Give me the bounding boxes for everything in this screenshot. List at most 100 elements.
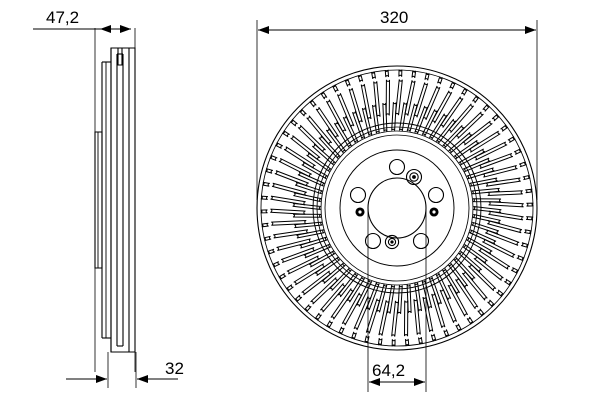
- cooling-vane-slot: [364, 335, 370, 344]
- cooling-vane-slot: [386, 284, 396, 314]
- cooling-vane-slot: [261, 222, 269, 228]
- cooling-vane-slot: [435, 118, 457, 144]
- cooling-vane-slot: [411, 70, 417, 78]
- cooling-vane-slot: [507, 136, 516, 143]
- cooling-vane-slot: [518, 161, 527, 168]
- cooling-vane-slot: [478, 247, 511, 270]
- cooling-vane-slot: [321, 262, 346, 284]
- pin-hole: [429, 207, 439, 217]
- cooling-vane-slot: [260, 195, 269, 200]
- cooling-vane-slot: [271, 220, 307, 226]
- cooling-vane-slot: [424, 72, 430, 81]
- cooling-vane-slot: [294, 181, 323, 195]
- cooling-vane-slot: [469, 177, 498, 187]
- cooling-vane-slot: [397, 285, 403, 314]
- cooling-vane-slot: [299, 108, 307, 117]
- friction-band-inner-ring: [312, 122, 482, 294]
- cooling-vane-slot: [292, 202, 321, 210]
- cooling-vane-group: [260, 69, 534, 347]
- cooling-vane-slot: [487, 299, 495, 308]
- dimension-label-47-2: 47,2: [46, 8, 79, 27]
- cooling-vane-slot: [482, 238, 516, 259]
- cooling-vane-slot: [482, 165, 518, 178]
- cooling-vane-slot: [391, 339, 396, 347]
- cooling-vane-slot: [304, 304, 312, 312]
- cooling-vane-slot: [391, 102, 397, 131]
- cooling-vane-slot: [373, 81, 381, 118]
- hat-face-ring: [339, 149, 455, 267]
- friction-band-inner-ring-2: [316, 126, 478, 290]
- disc-outer-edge-inner: [260, 69, 534, 347]
- cooling-vane-slot: [414, 282, 423, 312]
- cooling-vane-slot: [413, 298, 421, 335]
- cooling-vane-slot: [526, 202, 534, 207]
- cooling-vane-slot: [337, 272, 359, 298]
- cooling-vane-slot: [267, 248, 276, 255]
- cooling-vane-slot: [278, 157, 312, 178]
- cooling-vane-slot: [462, 243, 488, 264]
- cooling-vane-slot: [366, 282, 380, 311]
- cooling-vane-slot: [290, 135, 321, 161]
- cooling-vane-slot: [299, 236, 328, 249]
- cooling-vane-slot: [442, 124, 465, 149]
- mounting-hat: [94, 131, 103, 269]
- cooling-vane-slot: [297, 124, 326, 153]
- cooling-vane-slot: [406, 103, 418, 133]
- cooling-vane-slot: [466, 316, 474, 325]
- disc-outer-edge: [256, 65, 538, 351]
- pin-hole: [355, 207, 365, 217]
- lug-hole: [364, 232, 382, 250]
- cooling-vane-slot: [263, 235, 272, 242]
- lug-hole: [388, 158, 406, 176]
- cooling-vane-slot: [468, 130, 501, 153]
- cooling-vane-slot: [443, 329, 450, 338]
- cooling-vane-slot: [466, 167, 495, 180]
- cooling-vane-slot: [270, 208, 306, 215]
- dimension-label-64-2: 64,2: [372, 361, 405, 380]
- cooling-vane-slot: [421, 109, 438, 137]
- cooling-vane-slot: [311, 143, 336, 166]
- cooling-vane-slot: [417, 336, 423, 345]
- cooling-vane-slot: [513, 148, 522, 155]
- cooling-vane-slot: [439, 288, 458, 323]
- threaded-hole: [405, 168, 423, 186]
- cooling-vane-slot: [292, 213, 322, 218]
- cooling-vane-slot: [431, 90, 453, 124]
- cooling-vane-slot: [360, 83, 372, 120]
- cooling-vane-slot: [376, 283, 388, 313]
- cooling-vane-slot: [356, 279, 373, 307]
- lug-hole: [427, 186, 445, 204]
- cooling-vane-slot: [442, 268, 461, 295]
- cooling-vane-slot: [413, 82, 429, 118]
- cooling-vane-slot: [473, 206, 502, 214]
- cooling-vane-slot: [525, 188, 533, 194]
- cooling-vane-slot: [471, 187, 500, 195]
- lug-hole: [412, 232, 430, 250]
- cooling-vane-slot: [351, 331, 357, 340]
- cooling-vane-slot: [348, 87, 363, 124]
- center-bore: [367, 177, 427, 239]
- cooling-vane-slot: [404, 80, 416, 116]
- cooling-vane-slot: [471, 221, 500, 235]
- cooling-vane-slot: [377, 338, 383, 346]
- cooling-vane-slot: [265, 168, 274, 174]
- cooling-vane-slot: [276, 238, 312, 251]
- cooling-vane-slot: [439, 96, 464, 128]
- cooling-vane-slot: [398, 69, 403, 77]
- cooling-vane-slot: [472, 198, 502, 203]
- cooling-vane-slot: [394, 79, 403, 116]
- cooling-vane-slot: [430, 333, 437, 342]
- cooling-vane-slot: [271, 182, 307, 196]
- cooling-vane-slot: [365, 298, 381, 334]
- dimension-label-32: 32: [165, 359, 184, 378]
- cooling-vane-slot: [315, 106, 339, 139]
- cooling-vane-slot: [333, 121, 352, 148]
- cooling-vane-slot: [260, 209, 268, 214]
- cooling-vane-slot: [431, 292, 446, 329]
- cooling-vane-slot: [468, 263, 497, 292]
- cooling-vane-slot: [329, 267, 352, 292]
- cooling-vane-slot: [262, 181, 270, 187]
- cooling-vane-slot: [293, 263, 326, 286]
